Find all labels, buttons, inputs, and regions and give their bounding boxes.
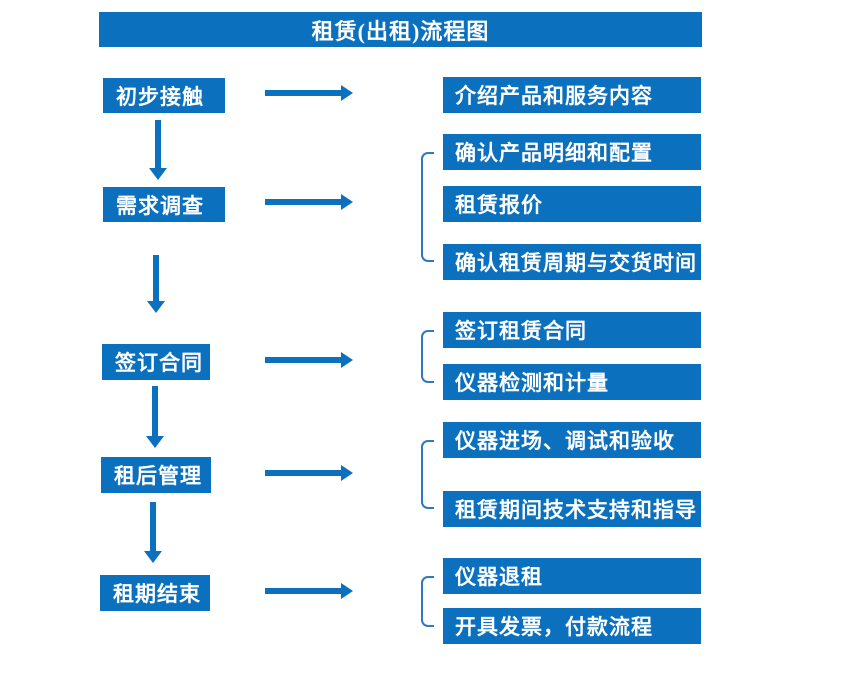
output-box-instrument-setup: 仪器进场、调试和验收 (443, 422, 701, 458)
flowchart-title: 租赁(出租)流程图 (99, 12, 702, 47)
stage-box-rental-end: 租期结束 (100, 575, 210, 611)
output-box-sign-rental-contract: 签订租赁合同 (443, 312, 701, 348)
group-bracket-stage3-icon (421, 330, 434, 383)
group-bracket-stage2-icon (421, 152, 434, 262)
output-box-confirm-product-details: 确认产品明细和配置 (443, 134, 701, 170)
output-box-instrument-testing: 仪器检测和计量 (443, 364, 701, 400)
stage-box-post-rental-management: 租后管理 (101, 457, 211, 493)
output-box-introduce-products: 介绍产品和服务内容 (443, 77, 701, 113)
group-bracket-stage5-icon (421, 576, 434, 627)
output-box-technical-support: 租赁期间技术支持和指导 (443, 491, 701, 527)
stage-box-initial-contact: 初步接触 (103, 78, 225, 113)
stage-box-sign-contract: 签订合同 (102, 344, 210, 380)
output-box-instrument-return: 仪器退租 (443, 558, 701, 594)
stage-box-demand-survey: 需求调查 (103, 187, 225, 222)
output-box-rental-quote: 租赁报价 (443, 186, 701, 222)
output-box-invoice-payment: 开具发票，付款流程 (443, 608, 701, 644)
group-bracket-stage4-icon (421, 440, 434, 509)
output-box-confirm-rental-period: 确认租赁周期与交货时间 (443, 244, 701, 280)
